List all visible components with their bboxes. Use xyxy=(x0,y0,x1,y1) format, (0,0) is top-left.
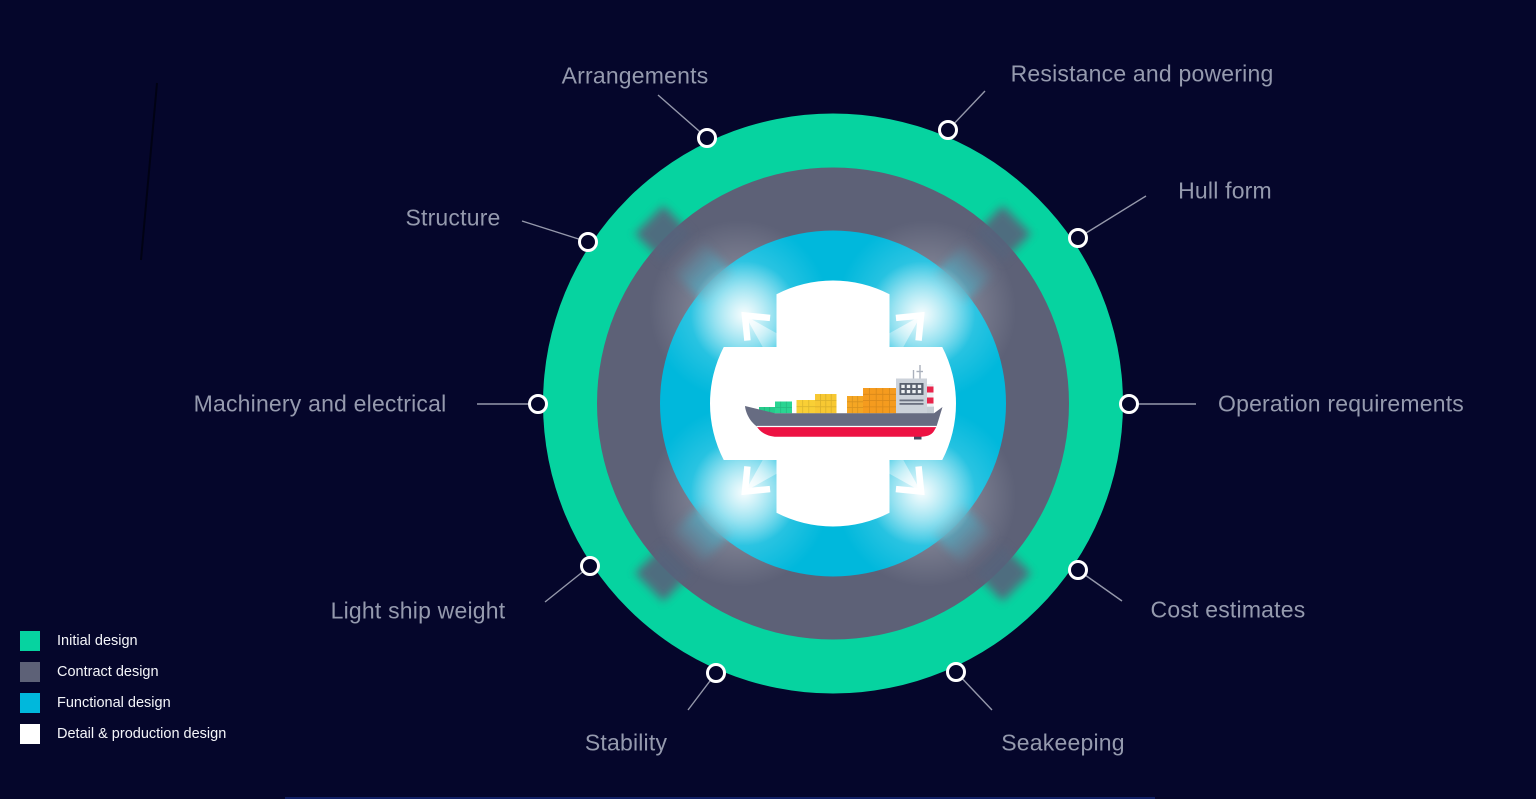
callout-dot-arrangements xyxy=(697,128,717,148)
legend-item-detail-production-design: Detail & production design xyxy=(20,724,226,744)
callout-dot-hull-form xyxy=(1068,228,1088,248)
callout-dot-operation-requirements xyxy=(1119,394,1139,414)
callout-label-hull-form: Hull form xyxy=(1178,177,1272,204)
callout-dot-stability xyxy=(706,663,726,683)
callout-label-arrangements: Arrangements xyxy=(561,62,709,89)
legend: Initial design Contract design Functiona… xyxy=(20,631,226,744)
callout-dots xyxy=(528,120,1139,683)
legend-label-functional-design: Functional design xyxy=(57,695,171,711)
callout-label-structure: Structure xyxy=(405,204,501,231)
callout-dot-resistance-and-powering xyxy=(938,120,958,140)
legend-item-functional-design: Functional design xyxy=(20,693,226,713)
legend-label-initial-design: Initial design xyxy=(57,633,138,649)
callout-line-structure xyxy=(521,220,589,243)
legend-label-detail-production-design: Detail & production design xyxy=(57,726,227,742)
callout-dot-cost-estimates xyxy=(1068,560,1088,580)
callout-dot-seakeeping xyxy=(946,662,966,682)
callout-label-operation-requirements: Operation requirements xyxy=(1217,390,1465,417)
legend-swatch-functional-design xyxy=(20,693,40,713)
legend-swatch-detail-production-design xyxy=(20,724,40,744)
legend-item-contract-design: Contract design xyxy=(20,662,226,682)
legend-swatch-contract-design xyxy=(20,662,40,682)
callout-label-light-ship-weight: Light ship weight xyxy=(330,597,506,624)
callout-dot-light-ship-weight xyxy=(580,556,600,576)
cargo-ship-icon xyxy=(745,365,943,440)
callout-dot-machinery-and-electrical xyxy=(528,394,548,414)
legend-label-contract-design: Contract design xyxy=(57,664,159,680)
callout-label-stability: Stability xyxy=(584,729,668,756)
callout-label-resistance-and-powering: Resistance and powering xyxy=(1010,60,1274,87)
callout-label-seakeeping: Seakeeping xyxy=(1001,729,1125,756)
bottom-accent-line xyxy=(285,797,1155,799)
callout-line-arrangements xyxy=(657,94,708,139)
callout-dot-structure xyxy=(578,232,598,252)
callout-label-cost-estimates: Cost estimates xyxy=(1150,596,1306,623)
callout-label-machinery-and-electrical: Machinery and electrical xyxy=(193,390,447,417)
legend-item-initial-design: Initial design xyxy=(20,631,226,651)
corner-arrows xyxy=(649,220,1017,587)
legend-swatch-initial-design xyxy=(20,631,40,651)
callout-line-hull-form xyxy=(1077,195,1147,239)
decorative-line xyxy=(140,82,158,261)
